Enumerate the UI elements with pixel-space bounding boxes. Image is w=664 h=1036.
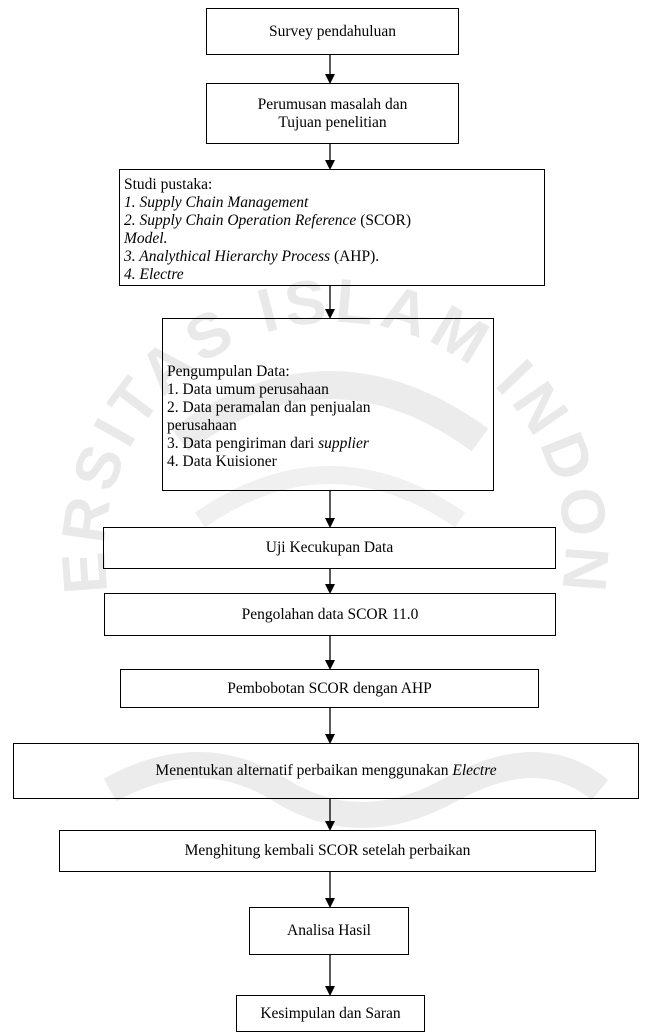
step-alternatif-prefix: Menentukan alternatif perbaikan mengguna… bbox=[155, 762, 453, 779]
step-rumusan-line2: Tujuan penelitian bbox=[278, 113, 387, 131]
watermark-arch bbox=[171, 371, 489, 452]
step-alternatif-box: Menentukan alternatif perbaikan mengguna… bbox=[13, 743, 639, 799]
step-uji-box: Uji Kecukupan Data bbox=[103, 527, 556, 569]
studi-item-2-cont: Model. bbox=[124, 230, 168, 247]
step-pengumpulan-box: Pengumpulan Data: 1. Data umum perusahaa… bbox=[162, 318, 494, 491]
pengumpulan-item-2: 2. Data peramalan dan penjualan bbox=[167, 399, 371, 416]
step-studi-box: Studi pustaka: 1. Supply Chain Managemen… bbox=[119, 169, 545, 286]
step-hitung-box: Menghitung kembali SCOR setelah perbaika… bbox=[59, 830, 596, 872]
studi-item-3-italic: 3. Analythical Hierarchy Process bbox=[124, 248, 331, 265]
studi-item-2-italic: 2. Supply Chain Operation Reference bbox=[124, 212, 357, 229]
watermark-arch-inner bbox=[194, 466, 466, 528]
step-analisa-box: Analisa Hasil bbox=[249, 907, 409, 955]
pengumpulan-item-3-italic: supplier bbox=[318, 435, 369, 452]
pengumpulan-item-2-cont: perusahaan bbox=[167, 417, 237, 434]
step-kesimpulan-label: Kesimpulan dan Saran bbox=[260, 1004, 401, 1022]
studi-item-4: 4. Electre bbox=[124, 266, 184, 283]
step-hitung-label: Menghitung kembali SCOR setelah perbaika… bbox=[184, 842, 471, 859]
studi-title: Studi pustaka: bbox=[124, 176, 213, 193]
step-pengolahan-label: Pengolahan data SCOR 11.0 bbox=[241, 605, 419, 623]
step-survey-box: Survey pendahuluan bbox=[206, 8, 459, 55]
step-rumusan-line1: Perumusan masalah dan bbox=[257, 95, 408, 113]
step-pembobotan-box: Pembobotan SCOR dengan AHP bbox=[120, 669, 539, 708]
pengumpulan-item-3-prefix: 3. Data pengiriman dari bbox=[167, 435, 319, 452]
pengumpulan-item-1: 1. Data umum perusahaan bbox=[167, 381, 329, 398]
step-alternatif-italic: Electre bbox=[452, 762, 497, 779]
studi-item-3-rest: (AHP). bbox=[330, 248, 380, 265]
step-kesimpulan-box: Kesimpulan dan Saran bbox=[236, 995, 425, 1032]
pengumpulan-item-4: 4. Data Kuisioner bbox=[167, 453, 277, 470]
studi-item-2-rest: (SCOR) bbox=[356, 212, 412, 229]
step-analisa-label: Analisa Hasil bbox=[287, 922, 371, 939]
step-pembobotan-label: Pembobotan SCOR dengan AHP bbox=[227, 679, 432, 697]
step-survey-label: Survey pendahuluan bbox=[269, 22, 396, 40]
studi-item-1: 1. Supply Chain Management bbox=[124, 194, 309, 211]
watermark-calligraphy bbox=[103, 752, 609, 828]
step-rumusan-box: Perumusan masalah dan Tujuan penelitian bbox=[206, 83, 459, 144]
step-uji-label: Uji Kecukupan Data bbox=[265, 539, 394, 556]
pengumpulan-title: Pengumpulan Data: bbox=[167, 363, 290, 380]
step-pengolahan-box: Pengolahan data SCOR 11.0 bbox=[104, 593, 556, 636]
